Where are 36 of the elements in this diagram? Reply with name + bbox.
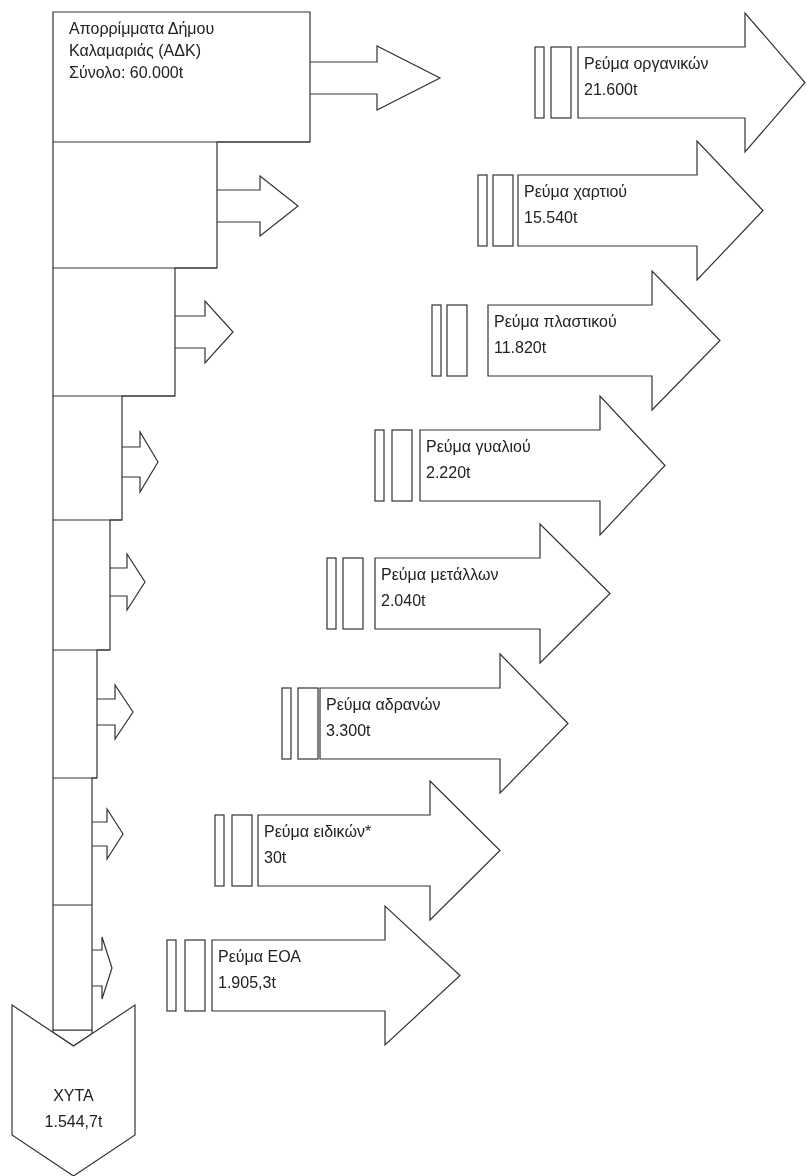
flow-arrow (121, 429, 159, 495)
stream-panel (420, 396, 665, 535)
chevron-arrow (12, 1005, 135, 1176)
node-label: 2.040t (381, 591, 426, 611)
node-label: Ρεύμα γυαλιού (426, 437, 531, 457)
node-label: Ρεύμα αδρανών (326, 695, 441, 715)
stream-panel (212, 906, 460, 1045)
flow-arrow (91, 936, 113, 1000)
flow-arrow (174, 299, 234, 365)
stream-panel (518, 141, 763, 280)
node-label: 11.820t (494, 338, 547, 358)
node-label: ΧΥΤΑ (52, 1086, 95, 1106)
node-label: 21.600t (584, 80, 638, 100)
node-label: 1.544,7t (43, 1112, 104, 1132)
stream-panel (320, 654, 568, 793)
flow-arrow (309, 45, 442, 111)
stream-panel (488, 271, 720, 410)
flow-arrow (109, 551, 146, 613)
flow-arrow (96, 683, 134, 741)
node-label: 30t (264, 848, 287, 868)
node-label: Ρεύμα οργανικών (584, 54, 709, 74)
node-label: 1.905,3t (218, 973, 276, 993)
node-label: Ρεύμα πλαστικού (494, 312, 617, 332)
node-label: 3.300t (326, 721, 371, 741)
node-label: Ρεύμα ΕΟΑ (218, 947, 301, 967)
stream-panel (375, 524, 610, 663)
node-label: Ρεύμα ειδικών* (264, 822, 372, 842)
node-label: Ρεύμα χαρτιού (524, 182, 628, 202)
stream-panel (578, 13, 805, 152)
source-box (53, 12, 310, 1030)
node-label: Ρεύμα μετάλλων (381, 565, 499, 585)
flow-arrow (216, 174, 299, 238)
node-label: 15.540t (524, 208, 578, 228)
flow-arrow (91, 806, 124, 862)
node-label: 2.220t (426, 463, 471, 483)
stream-panel (258, 781, 500, 920)
